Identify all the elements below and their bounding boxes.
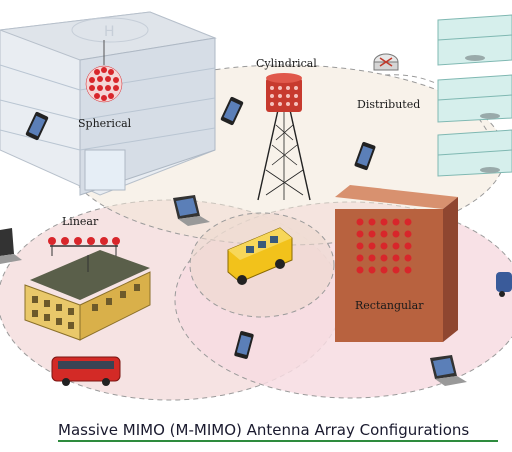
label-rectangular: Rectangular xyxy=(355,299,423,312)
cylindrical-antenna-array-icon xyxy=(266,73,302,112)
label-distributed: Distributed xyxy=(357,98,420,111)
label-spherical: Spherical xyxy=(78,117,131,130)
label-cylindrical: Cylindrical xyxy=(256,57,317,70)
laptop-icon xyxy=(0,228,22,264)
distributed-building xyxy=(438,15,512,176)
figure-caption: Massive MIMO (M-MIMO) Antenna Array Conf… xyxy=(58,421,498,442)
label-linear: Linear xyxy=(62,215,98,228)
svg-text:H: H xyxy=(104,24,115,40)
distributed-router-icon xyxy=(374,54,398,70)
